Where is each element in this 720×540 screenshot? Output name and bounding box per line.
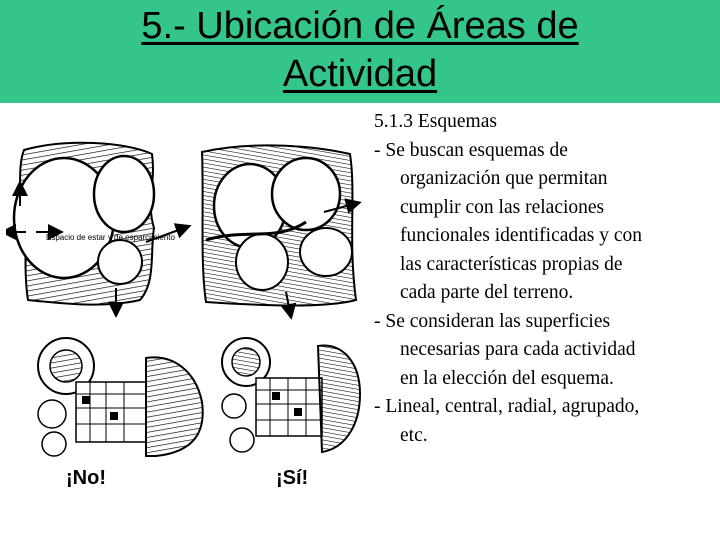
- label-si: ¡Sí!: [276, 467, 308, 489]
- bubble-diagram-left: Espacio de estar y de esparcimiento: [0, 141, 192, 318]
- title-line-1: 5.- Ubicación de Áreas de: [141, 5, 579, 47]
- title-line-2: Actividad: [282, 53, 438, 95]
- arrow-icon: [323, 198, 362, 214]
- arrow-icon: [145, 223, 192, 243]
- tree-icon: [41, 431, 67, 457]
- tree-icon: [229, 427, 255, 453]
- label-no: ¡No!: [66, 467, 106, 489]
- bullet-1-line-4: funcionales identificadas y con: [400, 225, 643, 246]
- bullet-3-line-2: etc.: [400, 424, 428, 446]
- bullet-1-line-3: cumplir con las relaciones: [400, 196, 605, 218]
- bullet-1-line-6: cada parte del terreno.: [400, 282, 574, 303]
- slide-title: 5.- Ubicación de Áreas de Actividad: [0, 2, 720, 98]
- arrow-icon: [280, 291, 297, 320]
- sketch-note: Espacio de estar y de esparcimiento: [46, 233, 176, 242]
- bullet-2-line-3: en la elección del esquema.: [400, 367, 614, 389]
- sketch-figure: Espacio de estar y de esparcimiento: [0, 132, 362, 504]
- bubble-diagram-right: [200, 144, 362, 320]
- tree-icon: [221, 393, 247, 419]
- section-heading: 5.1.3 Esquemas: [374, 111, 497, 132]
- bullet-1-line-5: las características propias de: [400, 253, 623, 275]
- bullet-3-line-1: - Lineal, central, radial, agrupado,: [374, 396, 640, 417]
- site-plan-si: ¡Sí!: [221, 337, 362, 489]
- title-bar: 5.- Ubicación de Áreas de Actividad: [0, 0, 720, 103]
- tree-icon: [37, 399, 67, 429]
- bullet-1-line-2: organización que permitan: [400, 168, 608, 189]
- text-block: 5.1.3 Esquemas - Se buscan esquemas de o…: [374, 108, 714, 450]
- site-plan-no: ¡No!: [37, 337, 204, 489]
- bullet-2-line-2: necesarias para cada actividad: [400, 339, 636, 360]
- bullet-2-line-1: - Se consideran las superficies: [374, 310, 611, 332]
- bullet-1-line-1: - Se buscan esquemas de: [374, 139, 568, 161]
- sketch-drawing: Espacio de estar y de esparcimiento: [0, 141, 362, 489]
